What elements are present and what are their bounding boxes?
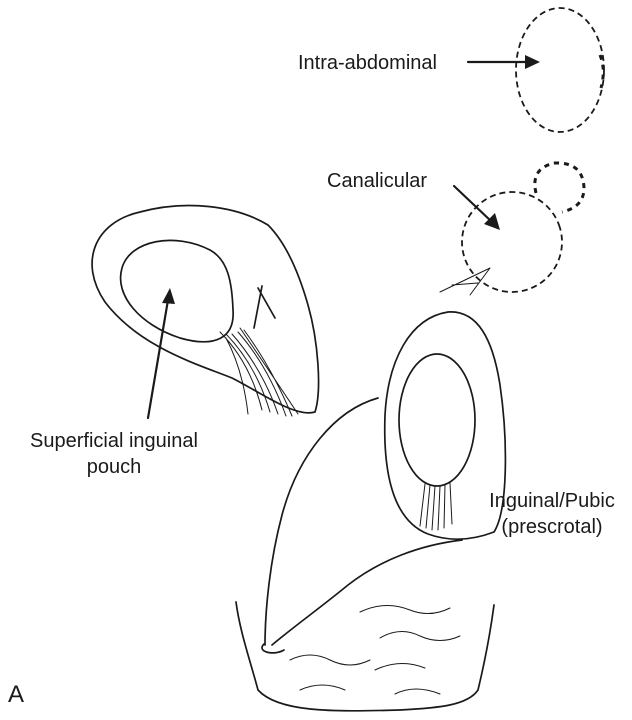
- label-superficial-inguinal-pouch-line1: Superficial inguinal: [14, 428, 214, 454]
- intra-abdominal-testis: [516, 8, 604, 132]
- superficial-inguinal-pouch-testis: [92, 206, 318, 416]
- label-intra-abdominal: Intra-abdominal: [298, 50, 437, 76]
- panel-letter: A: [8, 682, 24, 708]
- arrow-canalicular: [454, 186, 500, 230]
- scrotum: [236, 398, 494, 711]
- label-inguinal-pubic: Inguinal/Pubic (prescrotal): [482, 488, 622, 540]
- label-superficial-inguinal-pouch-line2: pouch: [14, 454, 214, 480]
- label-inguinal-pubic-line2: (prescrotal): [482, 514, 622, 540]
- label-inguinal-pubic-line1: Inguinal/Pubic: [482, 488, 622, 514]
- label-superficial-inguinal-pouch: Superficial inguinal pouch: [14, 428, 214, 480]
- canalicular-testis: [440, 163, 584, 306]
- arrow-intra-abdominal: [468, 55, 540, 69]
- label-canalicular: Canalicular: [327, 168, 427, 194]
